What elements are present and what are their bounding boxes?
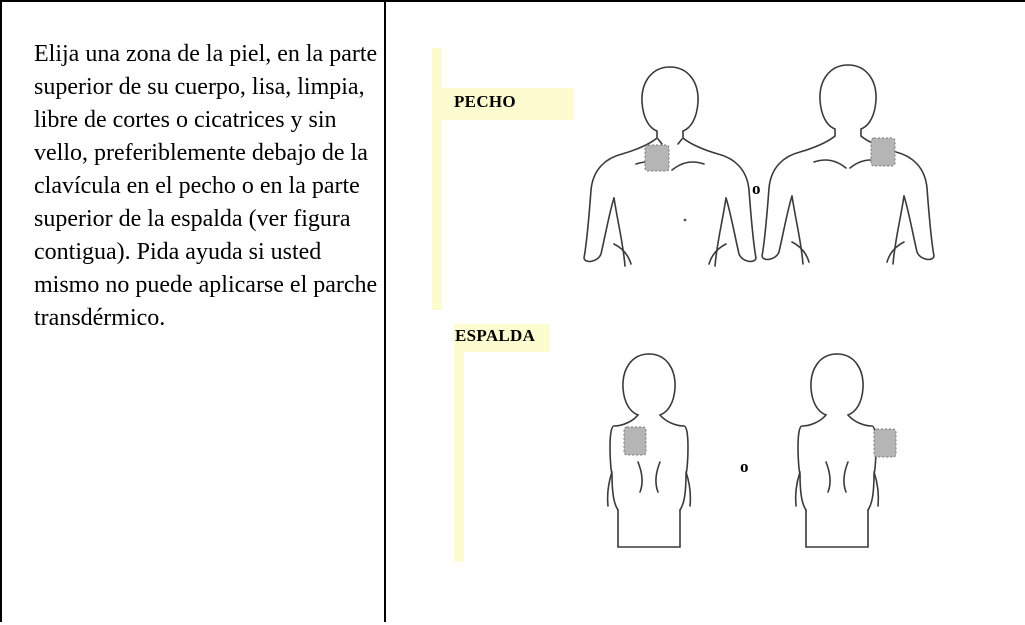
chest-torso-right-patch	[761, 64, 935, 265]
application-site-figure: PECHO ESPALDA o o	[386, 2, 1023, 620]
back-label-highlight	[464, 324, 550, 352]
chest-highlight-strip	[432, 48, 442, 310]
or-label-chest: o	[752, 179, 761, 198]
column-divider	[384, 0, 386, 622]
chest-label-highlight	[442, 88, 574, 120]
back-highlight-strip	[454, 324, 464, 562]
back-torso-right-patch	[794, 353, 880, 548]
back-torso-left-patch	[606, 353, 692, 548]
back-patch-left	[623, 426, 647, 456]
body-diagram	[432, 48, 935, 562]
chest-label: PECHO	[454, 92, 516, 111]
instruction-text: Elija una zona de la piel, en la parte s…	[34, 41, 378, 331]
or-label-back: o	[740, 457, 749, 476]
back-patch-right	[873, 428, 897, 458]
back-label: ESPALDA	[455, 326, 536, 345]
chest-patch-left	[644, 144, 670, 172]
chest-patch-right	[870, 137, 896, 167]
chest-torso-left-patch	[583, 66, 757, 267]
navel-mark	[683, 218, 687, 222]
